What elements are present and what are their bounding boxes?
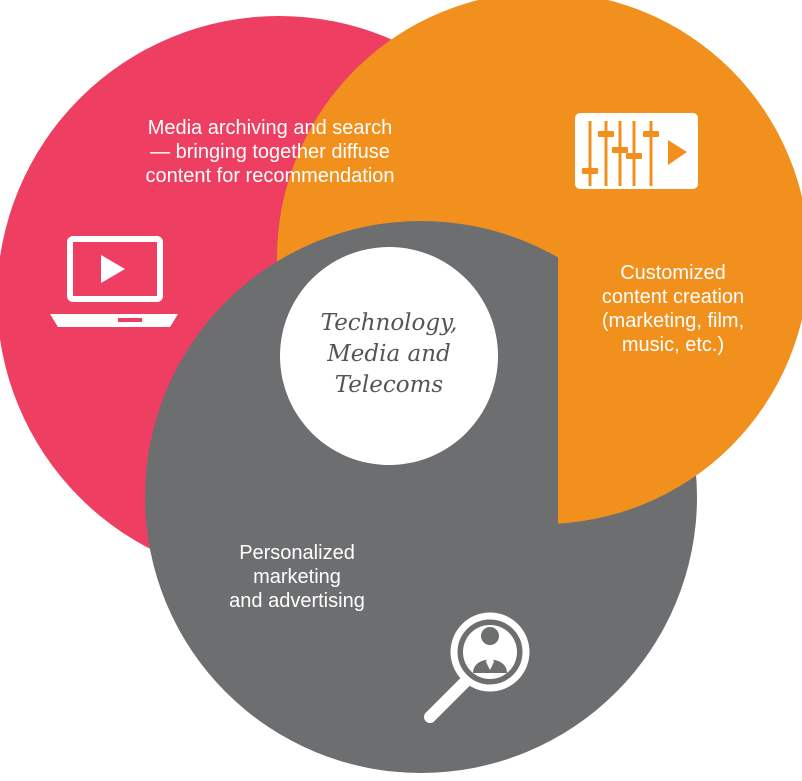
media-label-line: — bringing together diffuse [150,141,390,163]
marketing-label-line: and advertising [229,590,365,612]
marketing-label: Personalized marketing and advertising [212,541,382,613]
laptop-play-icon [50,236,178,327]
media-label-line: content for recommendation [145,165,395,187]
content-label-line: content creation [601,286,745,308]
media-label: Media archiving and search — bringing to… [120,116,420,188]
content-label-line: Customized [620,262,726,284]
center-label-line: Telecoms [334,372,444,398]
media-label-line: Media archiving and search [147,117,393,139]
content-label-line: music, etc.) [621,334,725,356]
magnifier-person-icon [424,612,530,723]
center-label: Technology, Media and Telecoms [289,308,489,401]
content-label: Customized content creation (marketing, … [583,261,763,357]
center-circle [280,247,498,465]
content-label-line: (marketing, film, [601,310,745,332]
center-label-line: Technology, [320,310,458,336]
center-label-line: Media and [327,341,451,367]
equalizer-play-icon [575,113,698,189]
marketing-label-line: marketing [253,566,341,588]
marketing-label-line: Personalized [239,542,355,564]
